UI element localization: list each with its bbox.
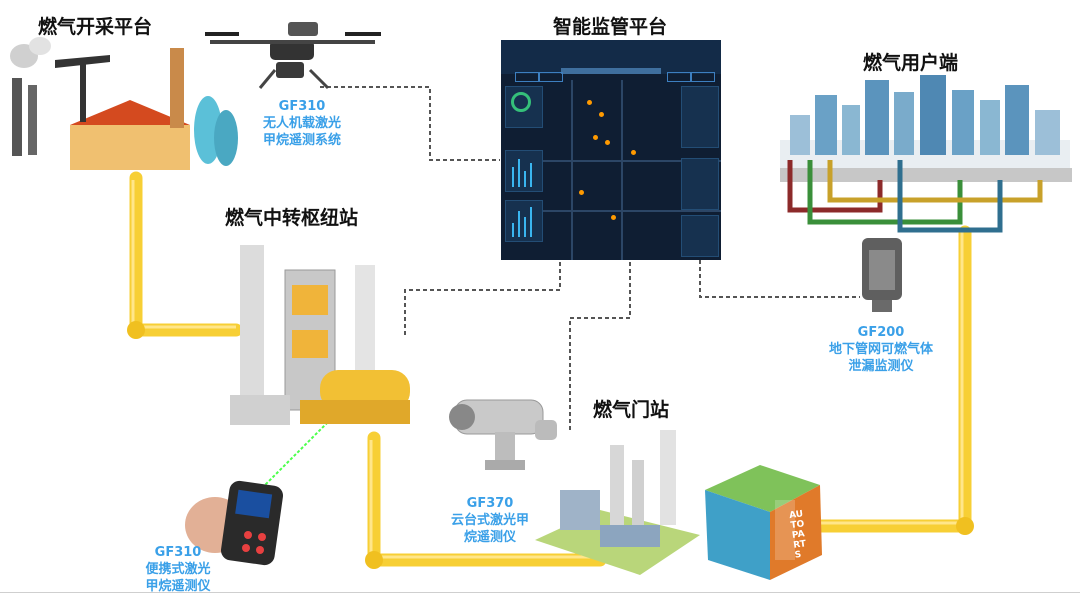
alarm-marker bbox=[587, 100, 592, 105]
alarm-marker bbox=[605, 140, 610, 145]
dashboard-tab bbox=[691, 72, 715, 82]
map-road bbox=[541, 210, 721, 212]
bottom-divider bbox=[0, 592, 1080, 593]
alarm-marker bbox=[579, 190, 584, 195]
laser-beam bbox=[261, 419, 331, 489]
gate-station-illustration bbox=[535, 430, 700, 575]
extraction-platform-illustration bbox=[10, 37, 238, 170]
alarm-marker bbox=[631, 150, 636, 155]
map-road bbox=[571, 80, 573, 260]
alarm-marker bbox=[593, 135, 598, 140]
dashboard-title-bar bbox=[561, 68, 661, 74]
gas-pipeline bbox=[127, 171, 974, 569]
underground-sensor-illustration bbox=[862, 238, 902, 312]
dashboard-panel bbox=[681, 158, 719, 210]
map-road bbox=[621, 80, 623, 260]
device-desc-line2: 甲烷遥测仪 bbox=[145, 579, 211, 594]
device-desc-line2: 泄漏监测仪 bbox=[848, 359, 914, 374]
drone-illustration bbox=[205, 22, 381, 90]
title-hub-station: 燃气中转枢纽站 bbox=[225, 207, 359, 229]
device-desc-line1: 便携式激光 bbox=[145, 562, 211, 577]
supervision-dashboard bbox=[501, 40, 721, 260]
title-extraction-platform: 燃气开采平台 bbox=[38, 16, 153, 38]
device-desc-line1: 地下管网可燃气体 bbox=[828, 342, 933, 357]
alarm-marker bbox=[611, 215, 616, 220]
map-road bbox=[541, 160, 721, 162]
dashboard-tab bbox=[667, 72, 691, 82]
label-underground-device: GF200 地下管网可燃气体 泄漏监测仪 bbox=[815, 324, 947, 375]
dashboard-tab bbox=[539, 72, 563, 82]
title-gate-station: 燃气门站 bbox=[593, 399, 670, 421]
device-model: GF310 bbox=[154, 545, 202, 560]
title-gas-users: 燃气用户端 bbox=[863, 52, 959, 74]
dashboard-tab bbox=[515, 72, 539, 82]
title-supervision-platform: 智能监管平台 bbox=[553, 16, 668, 38]
dashboard-panel bbox=[681, 215, 719, 257]
data-links bbox=[320, 86, 860, 430]
handheld-detector-illustration bbox=[185, 480, 284, 566]
dashboard-panel bbox=[681, 86, 719, 148]
city-skyline bbox=[780, 75, 1072, 233]
dashboard-panel bbox=[505, 150, 543, 192]
auto-parts-building bbox=[705, 465, 822, 580]
alarm-marker bbox=[599, 112, 604, 117]
dashboard-panel bbox=[505, 200, 543, 242]
label-drone-device: GF310 无人机载激光 甲烷遥测系统 bbox=[252, 98, 352, 149]
device-model: GF370 bbox=[466, 496, 514, 511]
device-model: GF200 bbox=[857, 325, 905, 340]
ptz-camera-illustration bbox=[449, 399, 557, 470]
device-desc-line1: 云台式激光甲 bbox=[450, 513, 529, 528]
hub-station-illustration bbox=[230, 245, 410, 425]
device-desc-line1: 无人机载激光 bbox=[262, 116, 341, 131]
device-desc-line2: 甲烷遥测系统 bbox=[262, 133, 341, 148]
device-model: GF310 bbox=[278, 99, 326, 114]
dashboard-gauge bbox=[511, 92, 531, 112]
device-desc-line2: 烷遥测仪 bbox=[463, 530, 516, 545]
label-ptz-device: GF370 云台式激光甲 烷遥测仪 bbox=[435, 495, 545, 546]
label-handheld-device: GF310 便携式激光 甲烷遥测仪 bbox=[132, 544, 224, 595]
